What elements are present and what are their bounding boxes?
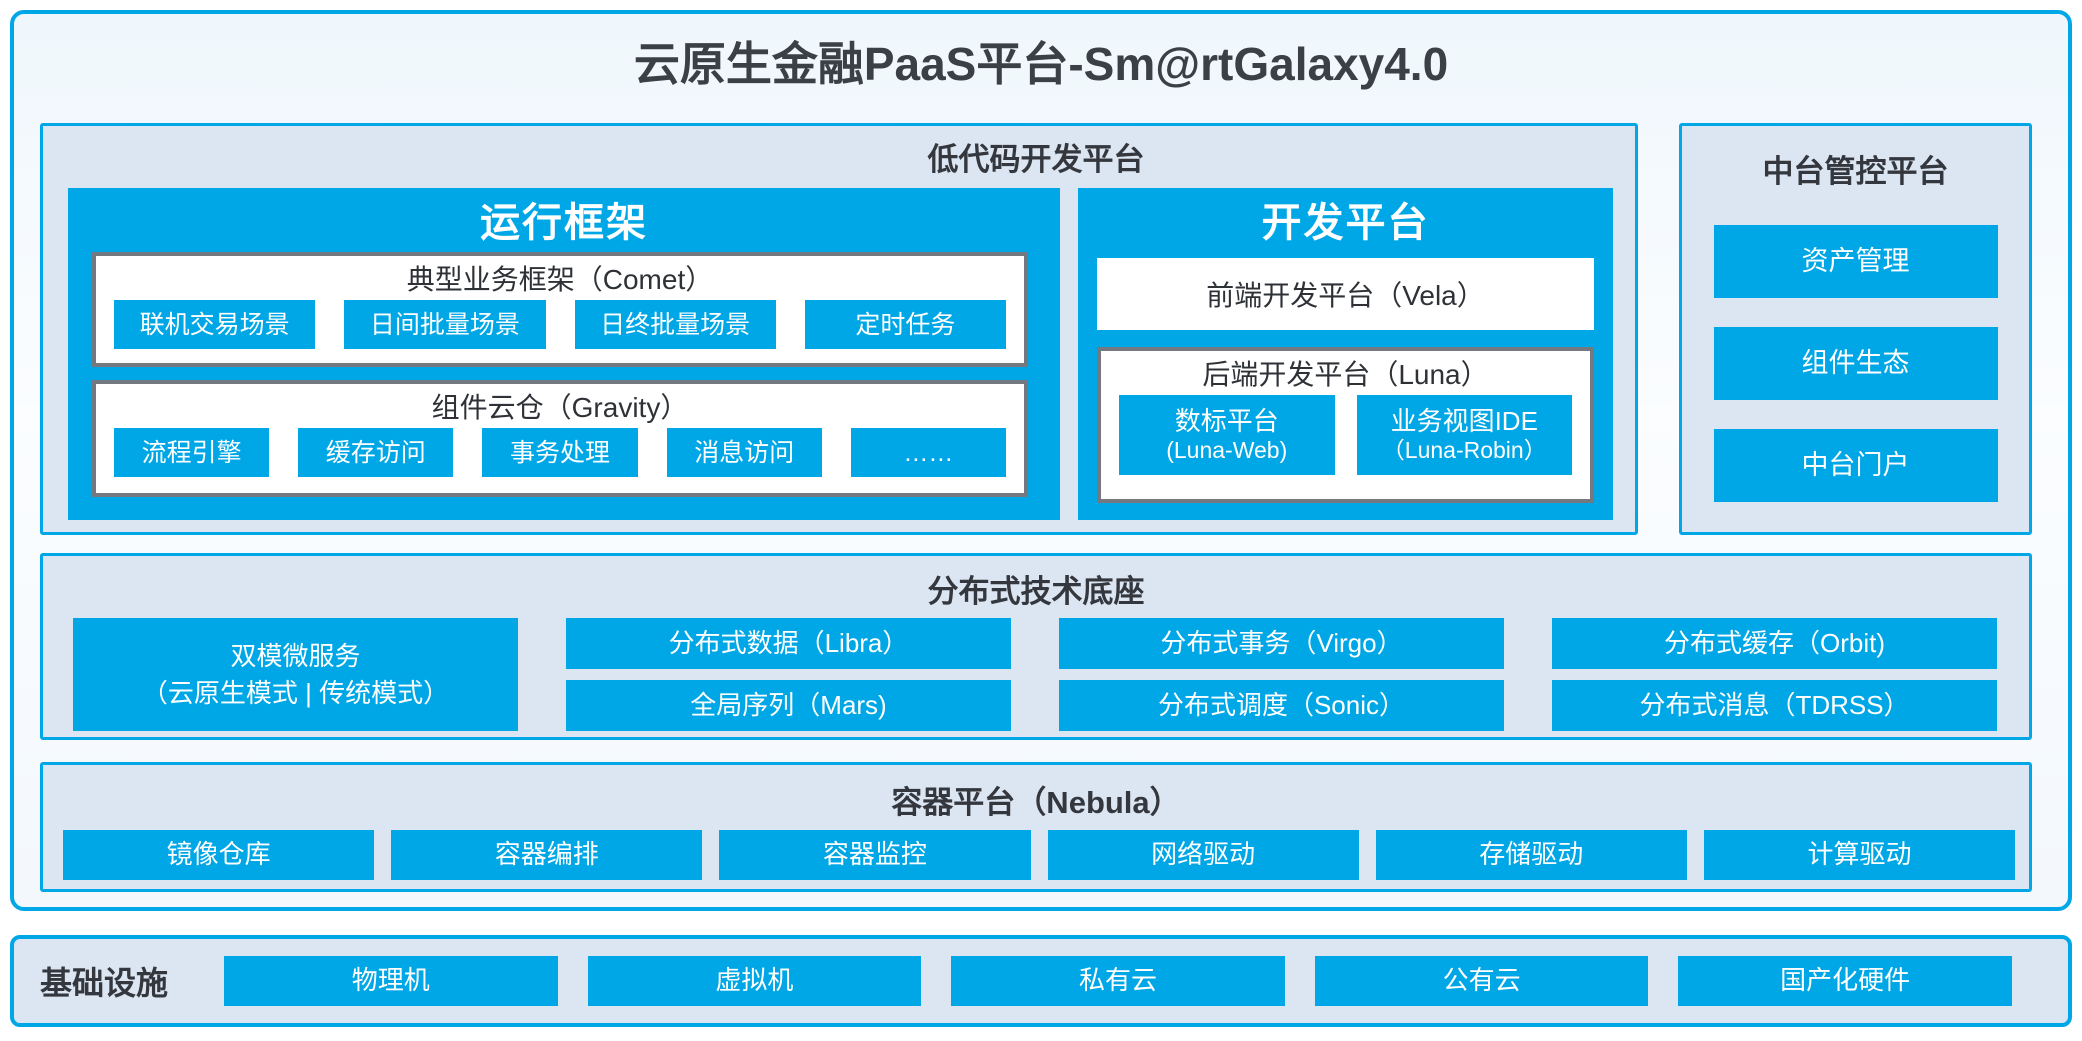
- block-distributed-data-libra: 分布式数据（Libra）: [566, 618, 1011, 669]
- block-public-cloud: 公有云: [1314, 956, 1649, 1006]
- gravity-warehouse-box: 组件云仓（Gravity） 流程引擎 缓存访问 事务处理 消息访问 ……: [92, 380, 1028, 497]
- block-cache-access: 缓存访问: [298, 428, 454, 477]
- luna-items-row: 数标平台 (Luna-Web) 业务视图IDE （Luna-Robin）: [1101, 395, 1590, 475]
- section-distributed-base: 分布式技术底座 双模微服务 （云原生模式 | 传统模式） 分布式数据（Libra…: [40, 553, 2032, 740]
- gravity-header: 组件云仓（Gravity）: [431, 392, 689, 423]
- block-process-engine: 流程引擎: [114, 428, 270, 477]
- block-physical-machine: 物理机: [224, 956, 558, 1006]
- block-online-transaction: 联机交易场景: [114, 300, 316, 349]
- platform-frame: 云原生金融PaaS平台-Sm@rtGalaxy4.0 运行框架 典型业务框架（C…: [10, 10, 2072, 911]
- mid-platform-items: 资产管理 组件生态 中台门户: [1682, 225, 2029, 502]
- block-dual-mode-microservice: 双模微服务 （云原生模式 | 传统模式）: [73, 618, 518, 731]
- dev-platform-title: 开发平台: [1261, 201, 1430, 245]
- block-image-registry: 镜像仓库: [63, 830, 375, 880]
- vela-frontend-box: 前端开发平台（Vela）: [1097, 258, 1594, 330]
- block-distributed-message-tdrss: 分布式消息（TDRSS）: [1552, 680, 1997, 731]
- container-platform-header: 容器平台（Nebula）: [891, 785, 1181, 820]
- block-distributed-transaction-virgo: 分布式事务（Virgo）: [1059, 618, 1504, 669]
- block-network-driver: 网络驱动: [1047, 830, 1359, 880]
- comet-items-row: 联机交易场景 日间批量场景 日终批量场景 定时任务: [96, 300, 1024, 349]
- block-eod-batch: 日终批量场景: [574, 300, 776, 349]
- distributed-grid: 双模微服务 （云原生模式 | 传统模式） 分布式数据（Libra） 全局序列（M…: [73, 618, 2033, 731]
- block-distributed-scheduling-sonic: 分布式调度（Sonic）: [1059, 680, 1504, 731]
- panel-runtime-framework: 运行框架 典型业务框架（Comet） 联机交易场景 日间批量场景 日终批量场景 …: [68, 188, 1060, 520]
- dual-mode-modes: （云原生模式 | 传统模式）: [141, 677, 450, 708]
- block-asset-management: 资产管理: [1713, 225, 1998, 298]
- block-luna-web: 数标平台 (Luna-Web): [1119, 395, 1335, 475]
- block-global-sequence-mars: 全局序列（Mars): [566, 680, 1011, 731]
- infrastructure-label: 基础设施: [40, 965, 169, 1001]
- block-transaction-processing: 事务处理: [482, 428, 638, 477]
- block-container-orchestration: 容器编排: [391, 830, 703, 880]
- section-mid-platform-control: 中台管控平台 资产管理 组件生态 中台门户: [1679, 123, 2032, 535]
- block-component-ecosystem: 组件生态: [1713, 327, 1998, 400]
- mid-platform-header: 中台管控平台: [1762, 154, 1949, 189]
- runtime-framework-title: 运行框架: [480, 201, 648, 245]
- distributed-column-3: 分布式缓存（Orbit) 分布式消息（TDRSS）: [1552, 618, 1997, 731]
- page-title: 云原生金融PaaS平台-Sm@rtGalaxy4.0: [633, 38, 1449, 90]
- block-private-cloud: 私有云: [951, 956, 1285, 1006]
- panel-dev-platform: 开发平台 前端开发平台（Vela） 后端开发平台（Luna） 数标平台 (Lun…: [1078, 188, 1613, 520]
- distributed-column-2: 分布式事务（Virgo） 分布式调度（Sonic）: [1059, 618, 1504, 731]
- luna-web-code: (Luna-Web): [1166, 436, 1288, 463]
- distributed-column-1: 分布式数据（Libra） 全局序列（Mars): [566, 618, 1011, 731]
- block-luna-robin: 业务视图IDE （Luna-Robin）: [1356, 395, 1572, 475]
- low-code-platform-header: 低代码开发平台: [927, 142, 1145, 177]
- container-platform-items: 镜像仓库 容器编排 容器监控 网络驱动 存储驱动 计算驱动: [63, 830, 2016, 880]
- block-compute-driver: 计算驱动: [1703, 830, 2016, 880]
- block-container-monitoring: 容器监控: [719, 830, 1031, 880]
- section-low-code-platform: 运行框架 典型业务框架（Comet） 联机交易场景 日间批量场景 日终批量场景 …: [40, 123, 1638, 535]
- luna-backend-box: 后端开发平台（Luna） 数标平台 (Luna-Web) 业务视图IDE （Lu…: [1097, 347, 1594, 503]
- block-ellipsis: ……: [850, 428, 1007, 477]
- distributed-base-header: 分布式技术底座: [927, 574, 1145, 609]
- comet-header: 典型业务框架（Comet）: [406, 264, 714, 295]
- infrastructure-items: 物理机 虚拟机 私有云 公有云 国产化硬件: [224, 956, 2012, 1006]
- luna-robin-code: （Luna-Robin）: [1381, 436, 1547, 463]
- section-container-platform: 容器平台（Nebula） 镜像仓库 容器编排 容器监控 网络驱动 存储驱动 计算…: [40, 762, 2032, 892]
- block-storage-driver: 存储驱动: [1375, 830, 1687, 880]
- block-message-access: 消息访问: [666, 428, 822, 477]
- block-distributed-cache-orbit: 分布式缓存（Orbit): [1552, 618, 1997, 669]
- dual-mode-name: 双模微服务: [230, 641, 361, 672]
- gravity-items-row: 流程引擎 缓存访问 事务处理 消息访问 ……: [96, 428, 1024, 477]
- luna-web-name: 数标平台: [1174, 405, 1279, 436]
- comet-framework-box: 典型业务框架（Comet） 联机交易场景 日间批量场景 日终批量场景 定时任务: [92, 252, 1028, 367]
- block-domestic-hardware: 国产化硬件: [1678, 956, 2012, 1006]
- luna-header: 后端开发平台（Luna）: [1202, 359, 1489, 390]
- block-scheduled-task: 定时任务: [804, 300, 1006, 349]
- block-virtual-machine: 虚拟机: [587, 956, 922, 1006]
- luna-robin-name: 业务视图IDE: [1390, 405, 1538, 436]
- block-mid-platform-portal: 中台门户: [1713, 429, 1998, 502]
- section-infrastructure: 基础设施 物理机 虚拟机 私有云 公有云 国产化硬件: [10, 935, 2072, 1027]
- block-daytime-batch: 日间批量场景: [344, 300, 546, 349]
